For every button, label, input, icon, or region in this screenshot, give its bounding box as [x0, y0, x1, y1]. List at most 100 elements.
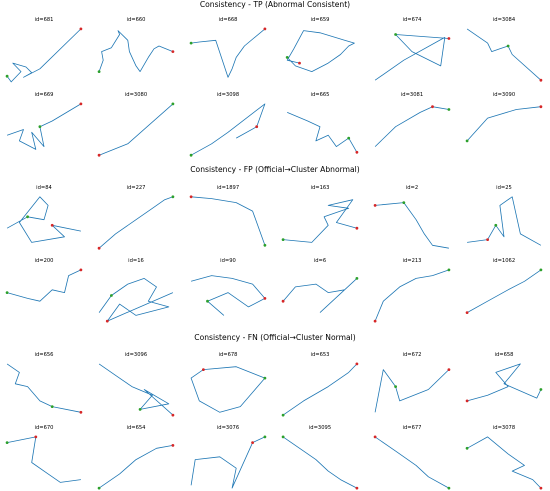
- panel-id-label: id=681: [35, 17, 54, 23]
- trajectory-line: [466, 363, 542, 402]
- trajectory-panel: id=3098: [189, 92, 266, 157]
- start-point: [402, 201, 406, 205]
- end-point: [539, 78, 543, 82]
- trajectory-line: [6, 269, 82, 302]
- start-point: [394, 33, 397, 36]
- end-point: [251, 441, 255, 444]
- panel-id-label: id=227: [127, 185, 146, 191]
- end-point: [539, 486, 543, 490]
- panel-id-label: id=670: [35, 425, 54, 431]
- trajectory-panel: id=665: [287, 92, 359, 154]
- panel-id-label: id=665: [311, 92, 330, 98]
- start-point: [355, 277, 359, 280]
- panel-id-label: id=659: [311, 17, 330, 23]
- start-point: [539, 268, 543, 272]
- trajectory-panel: id=1897: [189, 185, 267, 247]
- trajectory-panel: id=3080: [97, 92, 175, 157]
- end-point: [447, 368, 451, 371]
- end-point: [373, 319, 377, 323]
- trajectory-panel: id=6: [281, 258, 359, 313]
- trajectory-line: [191, 28, 266, 78]
- end-point: [263, 297, 267, 300]
- start-point: [263, 435, 267, 439]
- trajectory-panel: id=200: [5, 258, 83, 302]
- end-point: [447, 37, 451, 40]
- trajectory-line: [190, 436, 266, 489]
- trajectory-panel: id=3095: [281, 425, 359, 490]
- panel-id-label: id=672: [403, 352, 422, 358]
- panel-id-label: id=84: [36, 185, 52, 191]
- start-point: [206, 299, 209, 303]
- trajectory-panel: id=656: [6, 352, 83, 414]
- trajectory-panel: id=668: [189, 17, 267, 78]
- panel-id-label: id=163: [311, 185, 330, 191]
- start-point: [447, 268, 451, 272]
- section-title: Consistency - FP (Official→Cluster Abnor…: [190, 165, 360, 174]
- trajectory-line: [190, 366, 266, 413]
- trajectory-line: [283, 199, 358, 243]
- panel-id-label: id=677: [403, 425, 422, 431]
- trajectory-panel: id=659: [285, 17, 355, 72]
- start-point: [281, 238, 285, 242]
- start-point: [447, 108, 451, 111]
- trajectory-line: [6, 363, 81, 413]
- panel-id-label: id=16: [128, 258, 144, 264]
- trajectory-line: [374, 369, 450, 413]
- start-point: [38, 125, 42, 129]
- trajectory-line: [98, 30, 174, 72]
- start-point: [447, 486, 451, 490]
- start-point: [189, 153, 193, 157]
- start-point: [263, 376, 267, 380]
- trajectory-panel: id=658: [465, 352, 543, 403]
- trajectory-panel: id=3078: [465, 425, 543, 490]
- trajectory-panel: id=3084: [466, 17, 543, 82]
- end-point: [171, 413, 175, 417]
- panel-id-label: id=653: [311, 352, 330, 358]
- end-point: [465, 311, 469, 314]
- trajectory-panel: id=84: [6, 185, 81, 243]
- start-point: [285, 56, 289, 59]
- end-point: [465, 399, 469, 403]
- trajectory-line: [6, 103, 82, 150]
- trajectory-panel: id=3090: [465, 92, 543, 143]
- trajectory-line: [7, 436, 81, 483]
- panel-id-label: id=3076: [217, 425, 239, 431]
- start-point: [506, 44, 510, 48]
- panel-id-label: id=1062: [493, 258, 515, 264]
- end-point: [79, 410, 83, 414]
- panel-id-label: id=658: [495, 352, 514, 358]
- trajectory-line: [467, 196, 542, 246]
- start-point: [394, 385, 397, 388]
- trajectory-panel: id=213: [373, 258, 451, 323]
- trajectory-line: [375, 202, 449, 249]
- start-point: [50, 405, 54, 408]
- panel-id-label: id=6: [314, 258, 326, 264]
- trajectory-panel: id=672: [374, 352, 451, 413]
- panel-id-label: id=3078: [493, 425, 515, 431]
- end-point: [79, 268, 83, 272]
- end-point: [189, 195, 193, 199]
- end-point: [50, 223, 54, 227]
- panel-id-label: id=2: [406, 185, 418, 191]
- trajectory-line: [286, 30, 355, 72]
- end-point: [486, 238, 489, 242]
- trajectory-panel: id=669: [6, 92, 83, 150]
- trajectory-line: [190, 103, 266, 156]
- trajectory-panel: id=163: [281, 185, 359, 243]
- end-point: [281, 299, 285, 303]
- trajectory-line: [374, 106, 449, 147]
- start-point: [347, 136, 351, 140]
- end-point: [355, 150, 359, 154]
- start-point: [539, 388, 543, 391]
- panel-id-label: id=3090: [493, 92, 515, 98]
- trajectory-panel: id=25: [467, 185, 542, 246]
- start-point: [465, 139, 469, 143]
- end-point: [202, 368, 205, 371]
- trajectory-panel: id=3096: [98, 352, 175, 417]
- panel-id-label: id=678: [219, 352, 238, 358]
- trajectory-line: [374, 269, 450, 322]
- panel-id-label: id=200: [35, 258, 54, 264]
- end-point: [105, 319, 109, 323]
- start-point: [97, 486, 101, 490]
- panel-id-label: id=668: [219, 17, 238, 23]
